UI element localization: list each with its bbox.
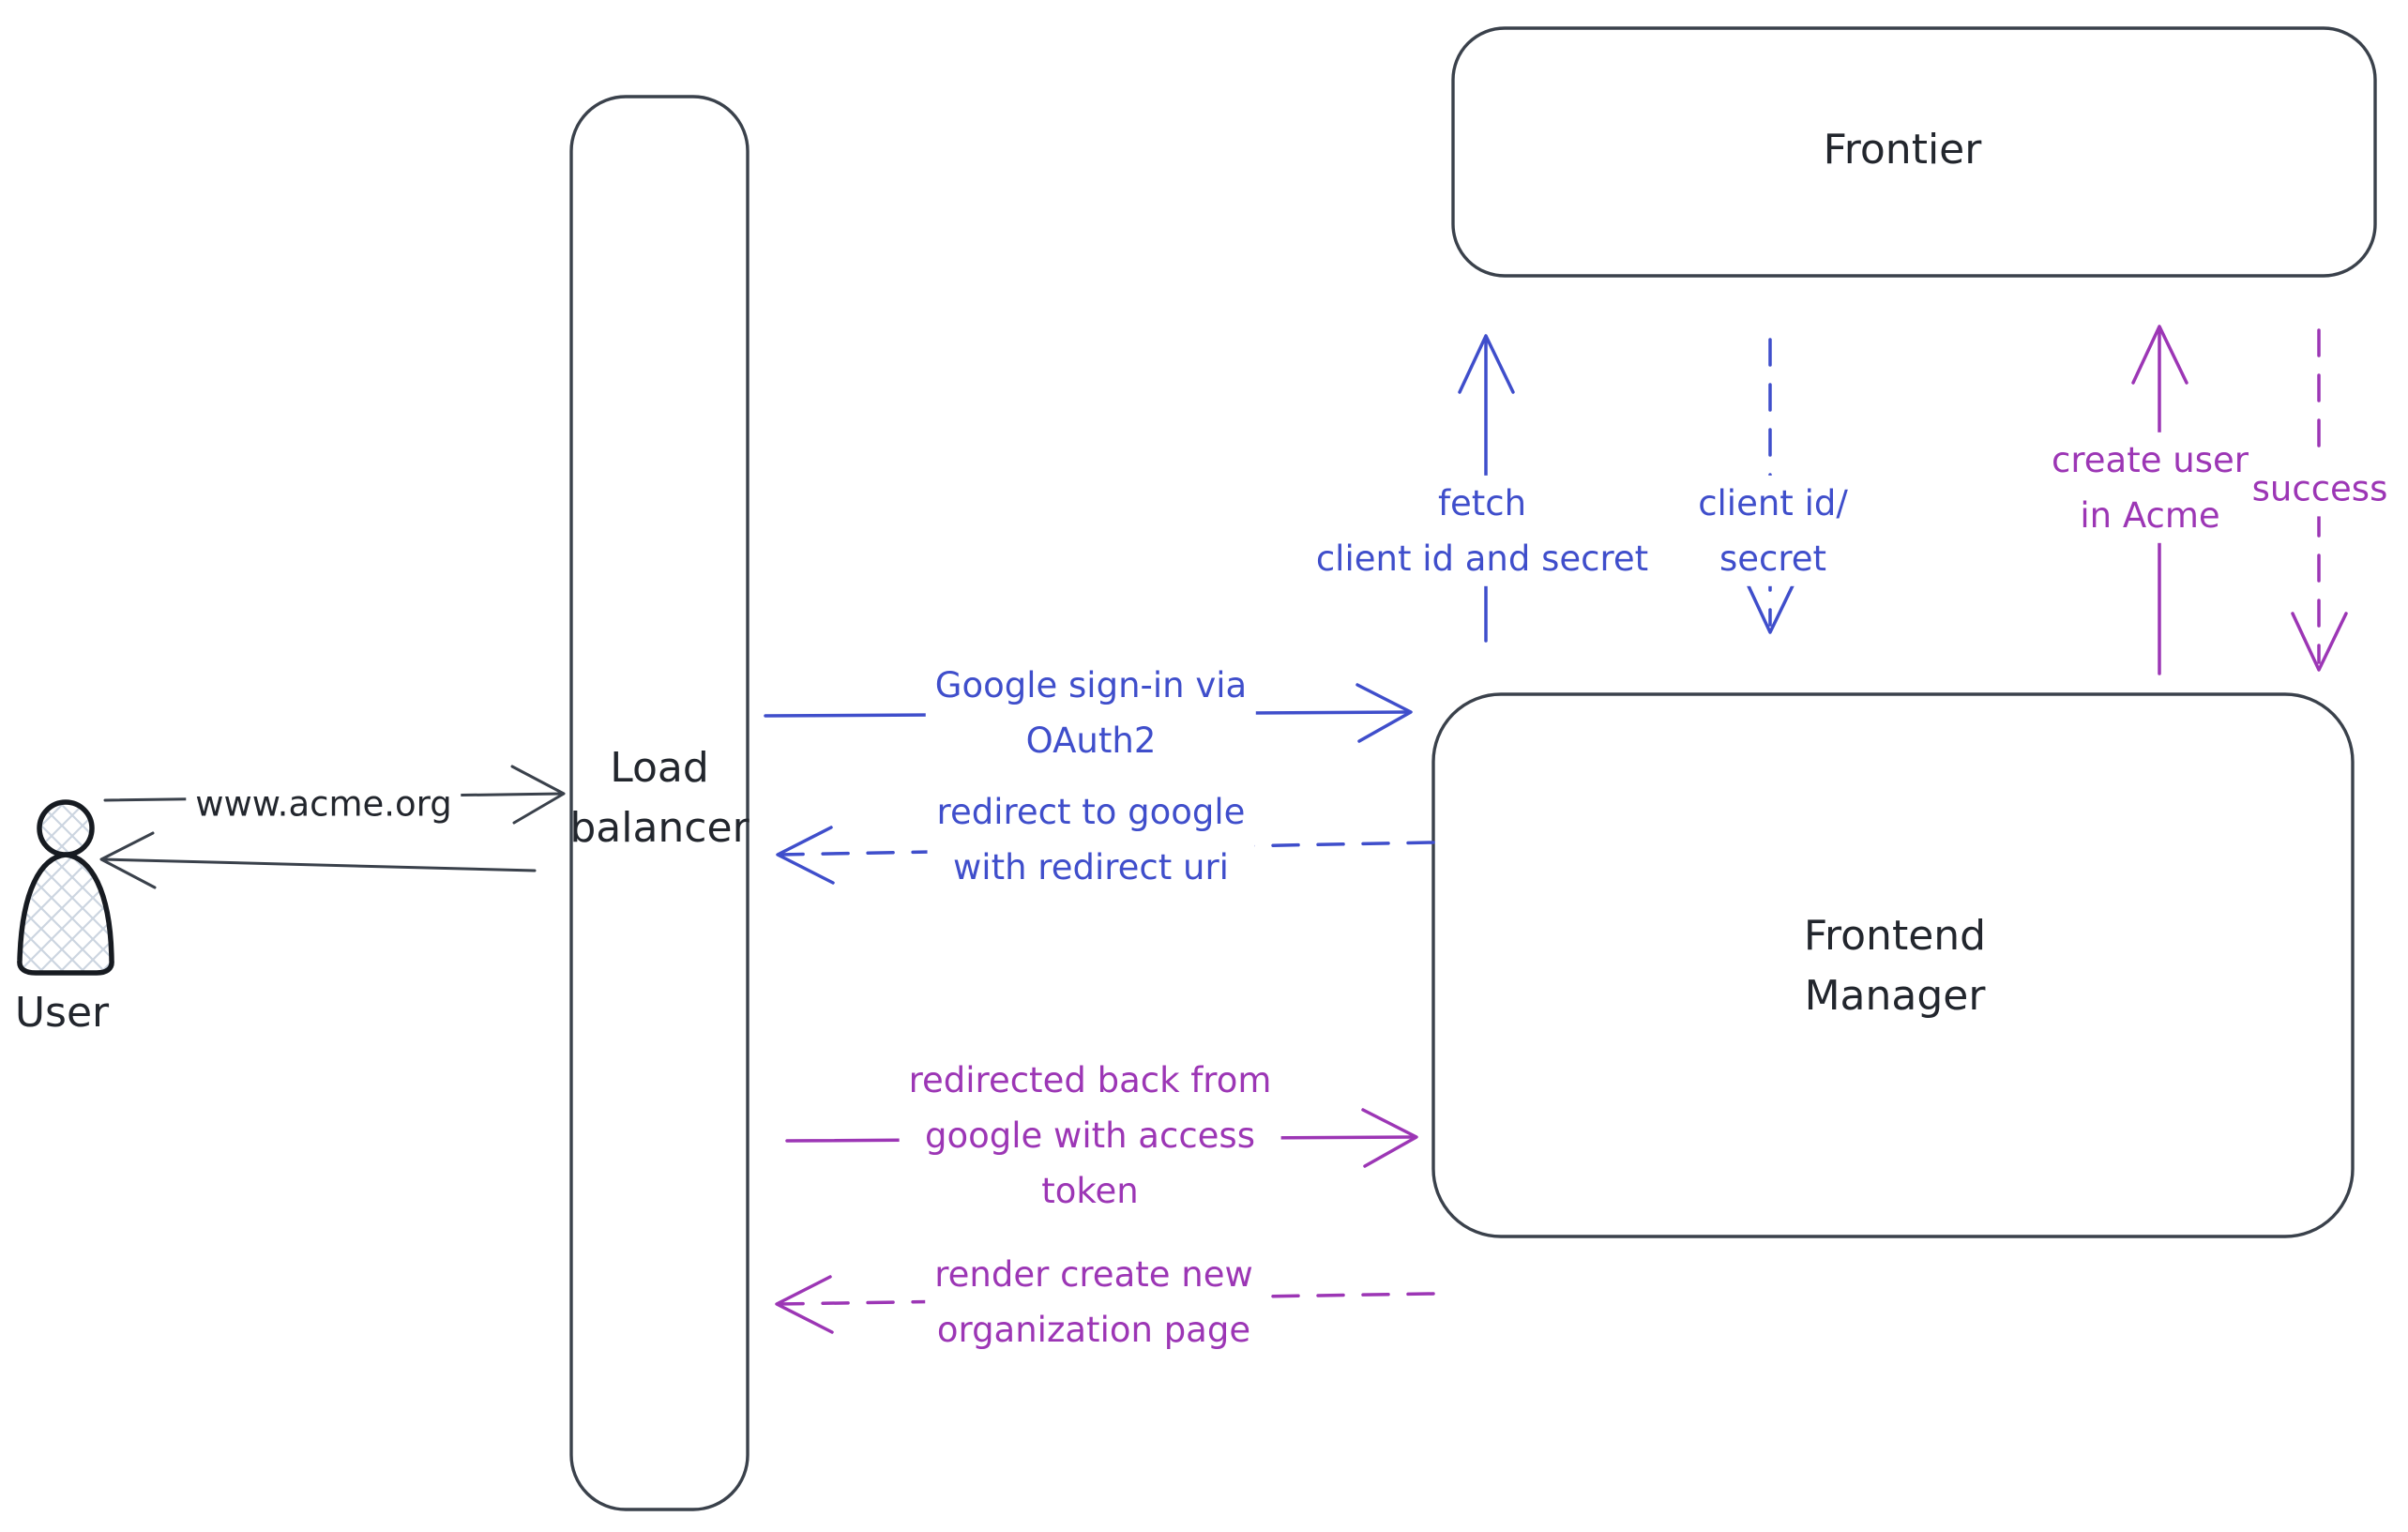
google-signin-label: Google sign-in via OAuth2 (925, 657, 1257, 769)
user-label: User (14, 989, 110, 1038)
redirect-to-google-label: redirect to google with redirect uri (927, 783, 1255, 896)
arrow-success (2291, 328, 2348, 672)
arrowhead-up (2131, 325, 2188, 385)
user-icon (17, 799, 114, 976)
redirected-back-label: redirected back from google with access … (899, 1053, 1281, 1220)
frontier-label: Frontier (1823, 126, 1982, 174)
arrowhead-down (1742, 574, 1799, 634)
arrowhead-right (1361, 1108, 1418, 1168)
arrowhead-up (1458, 334, 1515, 394)
load-balancer-box (569, 95, 750, 1511)
render-org-page-label: render create new organization page (925, 1246, 1263, 1358)
arrow-lb-to-user (99, 831, 537, 889)
frontend-manager-label: Frontend Manager (1803, 912, 1987, 1020)
success-label: success (2242, 461, 2398, 517)
user-head (37, 799, 95, 857)
arrowhead-down (2291, 612, 2348, 672)
arrowhead-right (1355, 683, 1413, 743)
user-body (17, 852, 114, 976)
fetch-client-secret-label: fetch client id and secret (1306, 475, 1658, 587)
arrowhead-left (99, 831, 157, 889)
arrowhead-left (776, 826, 835, 885)
load-balancer-label: Load balancer (569, 744, 750, 852)
arrowhead-left (775, 1275, 834, 1334)
www-acme-label: www.acme.org (186, 776, 462, 832)
arrowhead-right (510, 765, 566, 825)
frontier-box (1451, 26, 2377, 278)
frontend-manager-box (1431, 692, 2355, 1238)
client-id-secret-label: client id/ secret (1689, 475, 1857, 587)
create-user-label: create user in Acme (2042, 432, 2258, 544)
